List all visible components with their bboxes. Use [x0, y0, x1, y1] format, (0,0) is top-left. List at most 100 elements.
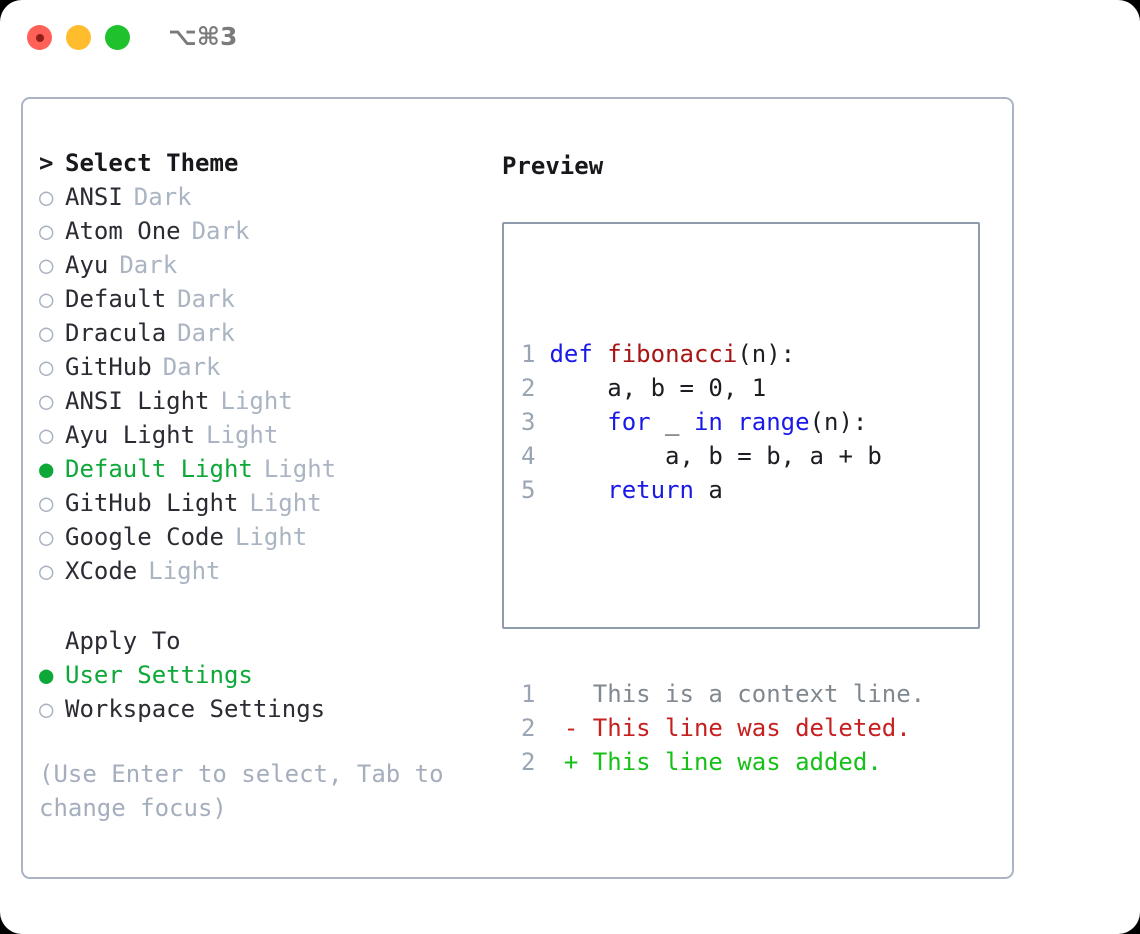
theme-category: Dark [162, 353, 221, 381]
code-token: a, b = 0, 1 [549, 374, 767, 402]
radio-unselected-icon: ○ [39, 217, 54, 245]
radio-unselected-icon: ○ [39, 353, 54, 381]
theme-name: GitHub Light [65, 489, 239, 517]
radio-unselected-icon: ○ [39, 183, 54, 211]
radio-selected-icon: ● [39, 661, 54, 689]
radio-unselected-icon: ○ [39, 557, 54, 585]
diff-line-number: 2 [521, 748, 536, 776]
code-line-number: 1 [521, 340, 536, 368]
code-line-number: 5 [521, 476, 536, 504]
theme-name: Google Code [65, 523, 224, 551]
code-token: return [607, 476, 694, 504]
code-line-number: 3 [521, 408, 536, 436]
theme-list-item[interactable]: ○ Ayu Dark [39, 251, 479, 285]
diff-line: 2 - This line was deleted. [521, 711, 925, 745]
theme-category: Dark [177, 285, 235, 313]
theme-list-item[interactable]: ○ XCode Light [39, 557, 479, 591]
theme-category: Dark [191, 217, 250, 245]
code-diff-spacer [521, 575, 925, 609]
apply-to-label: Apply To [65, 627, 181, 655]
preview-title: Preview [502, 152, 604, 180]
code-token [549, 476, 607, 504]
theme-name: Default [65, 285, 167, 313]
radio-unselected-icon: ○ [39, 251, 54, 279]
radio-selected-icon: ● [39, 455, 54, 483]
code-token: (n): [737, 340, 796, 368]
code-token [593, 340, 607, 368]
code-token: a [693, 476, 723, 504]
theme-category: Light [220, 387, 293, 415]
code-line: 3 for _ in range(n): [521, 405, 925, 439]
apply-to-item[interactable]: ● User Settings [39, 661, 479, 695]
theme-picker-title: Select Theme [65, 149, 239, 177]
radio-unselected-icon: ○ [39, 489, 54, 517]
code-line: 2 a, b = 0, 1 [521, 371, 925, 405]
theme-list-item[interactable]: ○ GitHub Light Light [39, 489, 479, 523]
minimize-button[interactable] [66, 25, 91, 50]
theme-name: GitHub [65, 353, 152, 381]
zoom-button[interactable] [105, 25, 130, 50]
diff-line-text: This is a context line. [535, 680, 926, 708]
theme-name: Ayu [65, 251, 109, 279]
diff-sample: 1 This is a context line.2 - This line w… [521, 677, 925, 779]
keyboard-shortcut-label: ⌥⌘3 [168, 22, 238, 51]
window-controls [27, 25, 130, 50]
theme-list-item[interactable]: ○ Google Code Light [39, 523, 479, 557]
apply-to-item[interactable]: ○ Workspace Settings [39, 695, 479, 729]
theme-category: Light [249, 489, 322, 517]
theme-category: Light [148, 557, 221, 585]
theme-name: XCode [65, 557, 138, 585]
apply-to-name: User Settings [65, 661, 253, 689]
apply-to-name: Workspace Settings [65, 695, 326, 723]
theme-category: Dark [177, 319, 235, 347]
apply-to-header: Apply To [39, 627, 479, 661]
prompt-caret-icon: > [39, 149, 54, 177]
code-token: for [607, 408, 651, 436]
section-spacer [39, 591, 479, 627]
code-token: _ [650, 408, 694, 436]
theme-name: ANSI [65, 183, 123, 211]
code-token: (n): [809, 408, 868, 436]
close-button[interactable] [27, 25, 52, 50]
diff-line: 1 This is a context line. [521, 677, 925, 711]
theme-category: Light [234, 523, 308, 551]
code-line: 5 return a [521, 473, 925, 507]
radio-unselected-icon: ○ [39, 695, 54, 723]
theme-name: Default Light [65, 455, 253, 483]
radio-unselected-icon: ○ [39, 421, 54, 449]
theme-category: Dark [119, 251, 178, 279]
apply-to-list: ● User Settings ○ Workspace Settings [39, 661, 479, 729]
diff-line-number: 2 [521, 714, 536, 742]
diff-line-text: - This line was deleted. [535, 714, 911, 742]
theme-list-item[interactable]: ○ Default Dark [39, 285, 479, 319]
radio-unselected-icon: ○ [39, 319, 54, 347]
theme-list-item[interactable]: ○ GitHub Dark [39, 353, 479, 387]
preview-column: Preview 1 def fibonacci(n):2 a, b = 0, 1… [502, 149, 992, 776]
code-token [549, 408, 607, 436]
code-token: fibonacci [607, 340, 738, 368]
radio-unselected-icon: ○ [39, 285, 54, 313]
radio-unselected-icon: ○ [39, 523, 54, 551]
code-line-number: 2 [521, 374, 536, 402]
code-token: a, b = b, a + b [549, 442, 882, 470]
theme-picker-header: > Select Theme [39, 149, 479, 183]
title-bar: ⌥⌘3 [0, 0, 1140, 78]
theme-name: ANSI Light [65, 387, 210, 415]
diff-line-number: 1 [521, 680, 536, 708]
keyboard-hint: (Use Enter to select, Tab to change focu… [39, 760, 459, 822]
code-token: def [549, 340, 593, 368]
code-line-number: 4 [521, 442, 536, 470]
theme-category: Light [206, 421, 279, 449]
